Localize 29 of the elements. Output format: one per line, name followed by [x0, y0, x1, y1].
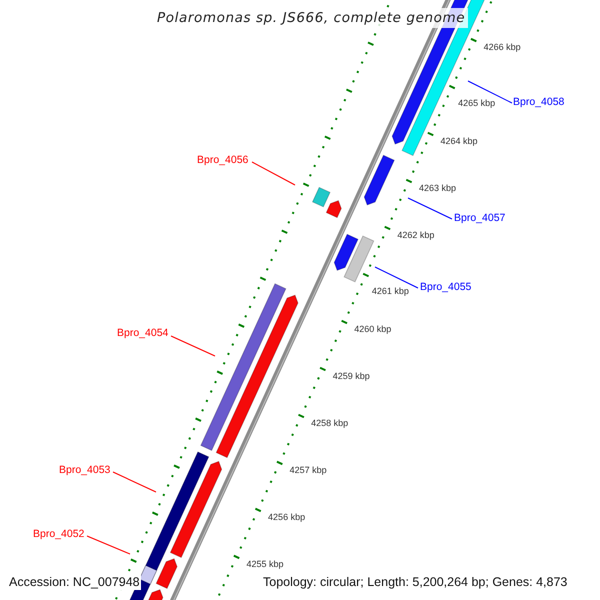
leader-line: [468, 80, 512, 104]
leader-line: [374, 266, 418, 288]
gene-label: Bpro_4058: [513, 96, 564, 109]
genome-summary-text: Topology: circular; Length: 5,200,264 bp; Genes: 4,873: [262, 574, 568, 590]
tick-label: 4256 kbp: [268, 512, 306, 522]
tick-label: 4258 kbp: [311, 418, 348, 428]
leader-line: [86, 536, 130, 554]
leader-line: [112, 472, 156, 492]
tick-label: 4260 kbp: [354, 324, 392, 334]
gene-label: Bpro_4054: [117, 327, 168, 340]
tick-label: 4261 kbp: [372, 286, 409, 296]
tick-label: 4264 kbp: [440, 136, 478, 146]
accession-text: Accession: NC_007948: [8, 574, 141, 590]
tick-label: 4257 kbp: [290, 464, 327, 475]
tick-label: 4262 kbp: [397, 230, 434, 240]
tick-label: 4265 kbp: [458, 98, 496, 108]
leader-line: [252, 162, 296, 186]
leader-line: [170, 336, 216, 356]
gene-label: Bpro_4053: [59, 464, 110, 477]
gene-label: Bpro_4057: [454, 212, 506, 225]
tick-label: 4259 kbp: [332, 370, 370, 381]
leader-line: [408, 198, 452, 220]
gene-label: Bpro_4056: [197, 154, 248, 167]
title: Polaromonas sp. JS666, complete genome: [154, 8, 468, 28]
gene-label: Bpro_4052: [33, 528, 84, 541]
tick-label: 4255 kbp: [246, 558, 284, 569]
tick-label: 4266 kbp: [484, 42, 521, 52]
gene-label: Bpro_4055: [420, 281, 472, 294]
tick-label: 4263 kbp: [418, 182, 456, 193]
